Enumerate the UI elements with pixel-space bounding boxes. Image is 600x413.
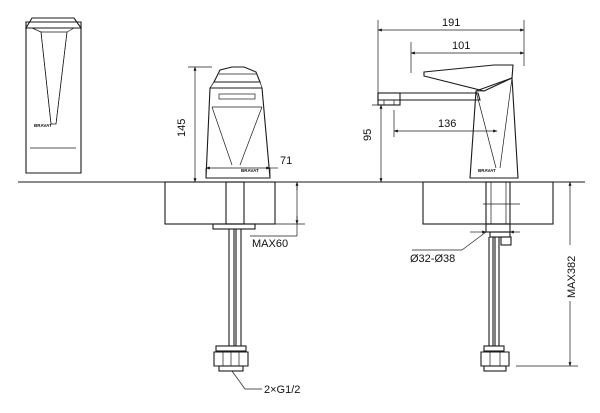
profile-brand-mark: BRAVAT xyxy=(478,168,496,173)
side-brand-mark: BRAVAT xyxy=(241,168,259,173)
dim-max-hose: MAX382 xyxy=(566,256,578,298)
side-faucet-body xyxy=(205,87,271,179)
dim-width-191: 191 xyxy=(442,17,460,29)
dim-reach-136: 136 xyxy=(438,118,456,130)
side-deck-block xyxy=(164,181,276,225)
front-view: BRAVAT xyxy=(25,17,83,174)
dim-width-101: 101 xyxy=(452,40,470,52)
dim-max-deck: MAX60 xyxy=(252,238,288,250)
profile-hose-nut xyxy=(483,345,505,352)
profile-deck-block xyxy=(422,181,554,225)
side-view: BRAVAT 145 71 MAX60 xyxy=(164,66,305,396)
dim-base-71: 71 xyxy=(280,155,292,167)
profile-view: BRAVAT 191 101 95 xyxy=(362,17,580,372)
dim-height-145: 145 xyxy=(176,119,188,137)
dim-height-95: 95 xyxy=(362,129,374,141)
dim-connection: 2×G1/2 xyxy=(264,384,300,396)
profile-spout xyxy=(377,92,481,101)
dim-hole-range: Ø32-Ø38 xyxy=(410,253,455,265)
front-brand-mark: BRAVAT xyxy=(34,123,52,128)
side-hose-nut xyxy=(215,345,247,352)
front-faucet-outline xyxy=(25,21,82,174)
